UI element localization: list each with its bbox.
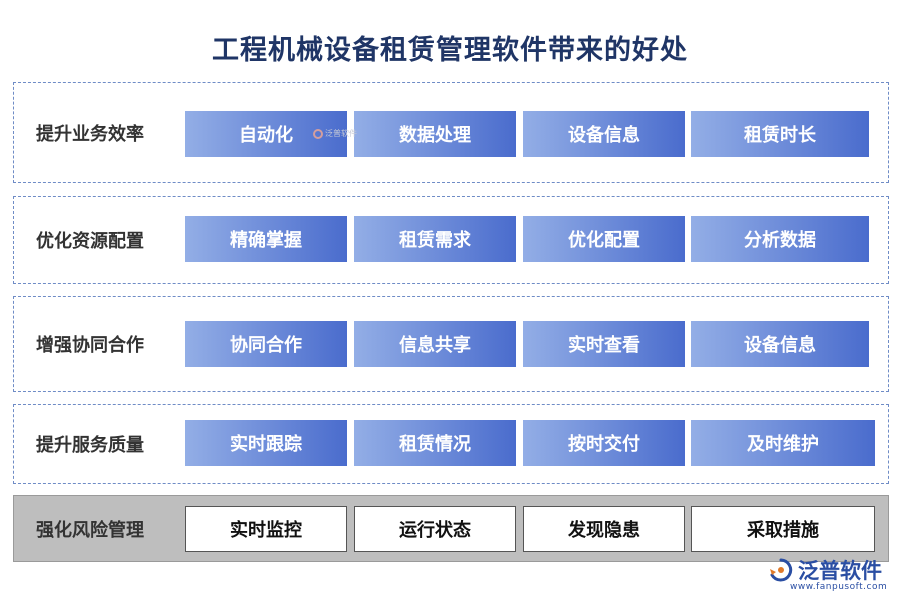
benefit-box: 实时跟踪	[185, 420, 347, 466]
benefit-box: 协同合作	[185, 321, 347, 367]
benefit-row-collaboration: 增强协同合作 协同合作 信息共享 实时查看 设备信息	[13, 296, 889, 392]
benefit-box: 采取措施	[691, 506, 875, 552]
row-label: 提升业务效率	[36, 123, 144, 145]
benefit-box: 及时维护	[691, 420, 875, 466]
watermark-logo-icon	[313, 128, 323, 139]
benefit-row-resources: 优化资源配置 精确掌握 租赁需求 优化配置 分析数据	[13, 196, 889, 284]
benefit-box: 租赁需求	[354, 216, 516, 262]
benefit-box: 精确掌握	[185, 216, 347, 262]
benefit-box: 运行状态	[354, 506, 516, 552]
benefit-row-risk: 强化风险管理 实时监控 运行状态 发现隐患 采取措施	[13, 495, 889, 562]
benefit-box: 设备信息	[523, 111, 685, 157]
brand-logo: 泛普软件	[768, 555, 882, 585]
benefit-box: 设备信息	[691, 321, 869, 367]
watermark-text: 泛普软件	[325, 129, 357, 138]
brand-swirl-icon	[770, 558, 793, 582]
benefit-box: 优化配置	[523, 216, 685, 262]
row-label: 优化资源配置	[36, 231, 144, 252]
benefit-box: 实时监控	[185, 506, 347, 552]
brand-name: 泛普软件	[798, 559, 882, 583]
benefit-box: 租赁时长	[691, 111, 869, 157]
row-label: 提升服务质量	[36, 435, 144, 456]
watermark: 泛普软件	[313, 128, 357, 139]
benefit-box: 分析数据	[691, 216, 869, 262]
benefit-box: 按时交付	[523, 420, 685, 466]
page-title: 工程机械设备租赁管理软件带来的好处	[212, 35, 688, 66]
benefit-row-service: 提升服务质量 实时跟踪 租赁情况 按时交付 及时维护	[13, 404, 889, 484]
benefit-box: 信息共享	[354, 321, 516, 367]
row-label: 强化风险管理	[36, 519, 144, 541]
benefit-box: 发现隐患	[523, 506, 685, 552]
benefit-box: 数据处理	[354, 111, 516, 157]
brand-url: www.fanpusoft.com	[790, 582, 888, 592]
benefit-row-efficiency: 提升业务效率 自动化 数据处理 设备信息 租赁时长	[13, 82, 889, 183]
benefit-box: 租赁情况	[354, 420, 516, 466]
benefit-box: 实时查看	[523, 321, 685, 367]
row-label: 增强协同合作	[36, 335, 144, 356]
